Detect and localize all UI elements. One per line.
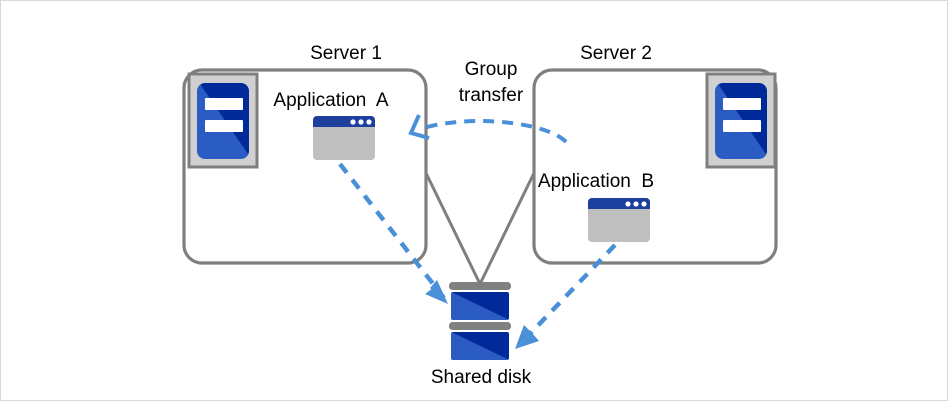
application-a-window-dot-1: [350, 119, 356, 125]
group-transfer-arrow: [408, 114, 568, 144]
app-a-to-disk-arrow-head-2: [430, 280, 448, 304]
application-b-window-dot-2: [633, 201, 639, 207]
server1-icon-bar-top: [205, 98, 243, 110]
app-b-to-disk-arrow-head-2: [515, 325, 532, 349]
server2-icon-bar-bottom: [723, 120, 761, 132]
application-b-window-titlebar: [588, 198, 650, 209]
application-a-window-dot-3: [366, 119, 372, 125]
shared-disk-platter-bottom: [451, 332, 509, 360]
group-transfer-label: Group transfer: [458, 59, 524, 106]
server1-to-disk-line: [424, 172, 482, 285]
app-a-to-disk-arrow-line: [338, 162, 446, 300]
application-a-window-icon: [313, 116, 375, 160]
app-b-to-disk-arrow-line: [523, 243, 617, 341]
app-a-to-disk-arrow-head-1: [425, 288, 448, 304]
group-transfer-arrow-line: [419, 119, 568, 144]
application-b-label: Application B: [537, 171, 655, 192]
application-b-window-dot-1: [625, 201, 631, 207]
application-a-window-dot-2: [358, 119, 364, 125]
server1-label: Server 1: [310, 43, 382, 64]
application-a-window-titlebar: [313, 116, 375, 127]
application-b-window-dot-3: [641, 201, 647, 207]
app-b-to-disk-arrow: [515, 243, 617, 349]
shared-disk-bar-top: [449, 282, 511, 290]
application-b-window-icon: [588, 198, 650, 242]
server2-icon: [705, 72, 777, 169]
shared-disk-platter-top: [451, 292, 509, 320]
group-transfer-arrow-head: [408, 114, 430, 140]
disk-connector-lines: [424, 172, 536, 285]
server2-icon-bar-top: [723, 98, 761, 110]
shared-disk-label: Shared disk: [430, 367, 532, 388]
shared-disk-icon: [449, 282, 511, 360]
server2-to-disk-line: [478, 172, 536, 285]
app-a-to-disk-arrow: [338, 162, 448, 304]
app-b-to-disk-arrow-head-1: [515, 333, 539, 349]
application-a-label: Application A: [273, 90, 389, 111]
server1-icon: [187, 72, 259, 169]
server1-icon-bar-bottom: [205, 120, 243, 132]
server2-label: Server 2: [580, 43, 652, 64]
shared-disk-bar-middle: [449, 322, 511, 330]
